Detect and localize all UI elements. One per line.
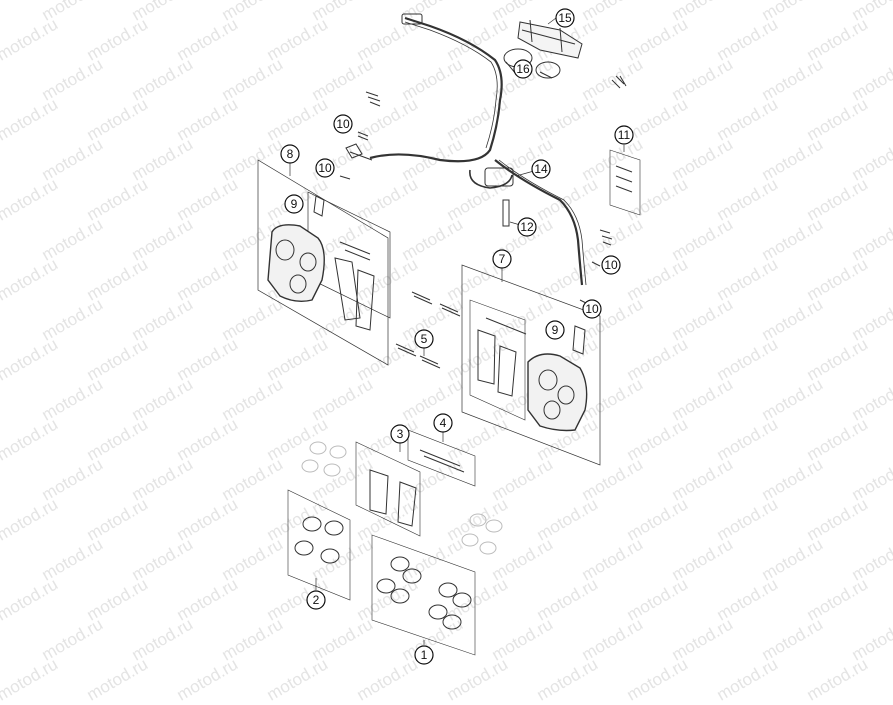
callout-number: 10 bbox=[336, 117, 350, 131]
left-brake-caliper bbox=[267, 224, 325, 303]
callout-circle bbox=[315, 158, 335, 178]
callout-c9b: 9 bbox=[545, 320, 565, 340]
callout-number: 7 bbox=[499, 252, 506, 266]
callout-c4: 4 bbox=[433, 413, 453, 433]
callout-c14: 14 bbox=[531, 159, 551, 179]
callout-c16: 16 bbox=[513, 59, 533, 79]
callout-number: 3 bbox=[397, 427, 404, 441]
callout-c10b: 10 bbox=[315, 158, 335, 178]
callout-c10d: 10 bbox=[582, 299, 602, 319]
callout-number: 4 bbox=[440, 416, 447, 430]
callout-number: 10 bbox=[585, 302, 599, 316]
callout-number: 15 bbox=[558, 11, 572, 25]
callout-number: 5 bbox=[421, 332, 428, 346]
callout-c11: 11 bbox=[614, 125, 634, 145]
callout-number: 16 bbox=[516, 62, 530, 76]
piston-seal-kits bbox=[287, 441, 503, 656]
hose-end-fitting bbox=[345, 143, 373, 161]
callout-circle bbox=[390, 424, 410, 444]
small-part-frames bbox=[609, 149, 641, 216]
hose-banjo-fitting bbox=[401, 13, 423, 25]
callout-number: 14 bbox=[534, 162, 548, 176]
callout-number: 8 bbox=[287, 147, 294, 161]
callout-number: 1 bbox=[421, 648, 428, 662]
right-brake-caliper bbox=[527, 353, 588, 432]
distributor-bolt bbox=[502, 199, 510, 227]
callout-circle bbox=[531, 159, 551, 179]
brake-hose-assembly bbox=[345, 13, 627, 286]
banjo-bolts bbox=[339, 91, 613, 306]
callout-c7: 7 bbox=[492, 249, 512, 269]
callout-circle bbox=[333, 114, 353, 134]
callout-leader-lines bbox=[289, 17, 625, 645]
callout-c2: 2 bbox=[306, 590, 326, 610]
callout-number: 12 bbox=[520, 220, 534, 234]
callout-number: 10 bbox=[604, 258, 618, 272]
callout-c10a: 10 bbox=[333, 114, 353, 134]
callout-number: 9 bbox=[291, 197, 298, 211]
callout-circle bbox=[517, 217, 537, 237]
callout-c1: 1 bbox=[414, 645, 434, 665]
left-caliper-group bbox=[257, 159, 391, 366]
callout-c8: 8 bbox=[280, 144, 300, 164]
right-caliper-group bbox=[461, 264, 601, 466]
callout-number: 10 bbox=[318, 161, 332, 175]
callout-circle bbox=[601, 255, 621, 275]
pad-and-pin-kits bbox=[355, 429, 476, 537]
callout-circle bbox=[582, 299, 602, 319]
callout-number: 11 bbox=[618, 128, 631, 142]
callout-circle bbox=[545, 320, 565, 340]
left-brake-pad-a bbox=[334, 257, 361, 321]
right-brake-pad-b bbox=[497, 345, 517, 397]
callout-c15: 15 bbox=[555, 8, 575, 28]
caliper-mounting-bolts bbox=[395, 291, 461, 369]
callout-circle bbox=[414, 645, 434, 665]
callout-number: 9 bbox=[552, 323, 559, 337]
callout-c9a: 9 bbox=[284, 194, 304, 214]
callout-number: 2 bbox=[313, 593, 320, 607]
callout-circle bbox=[555, 8, 575, 28]
callout-c5: 5 bbox=[414, 329, 434, 349]
callout-c12: 12 bbox=[517, 217, 537, 237]
hose-distributor-block bbox=[484, 167, 514, 187]
callout-circle bbox=[614, 125, 634, 145]
callout-circle bbox=[306, 590, 326, 610]
right-brake-pad-a bbox=[477, 329, 496, 385]
callout-circle bbox=[414, 329, 434, 349]
callout-circle bbox=[284, 194, 304, 214]
bleed-screw bbox=[611, 75, 627, 89]
callout-circle bbox=[433, 413, 453, 433]
callout-circle bbox=[513, 59, 533, 79]
callout-c10c: 10 bbox=[601, 255, 621, 275]
callout-c3: 3 bbox=[390, 424, 410, 444]
callout-circle bbox=[280, 144, 300, 164]
left-brake-pad-b bbox=[355, 269, 375, 331]
callout-circle bbox=[492, 249, 512, 269]
